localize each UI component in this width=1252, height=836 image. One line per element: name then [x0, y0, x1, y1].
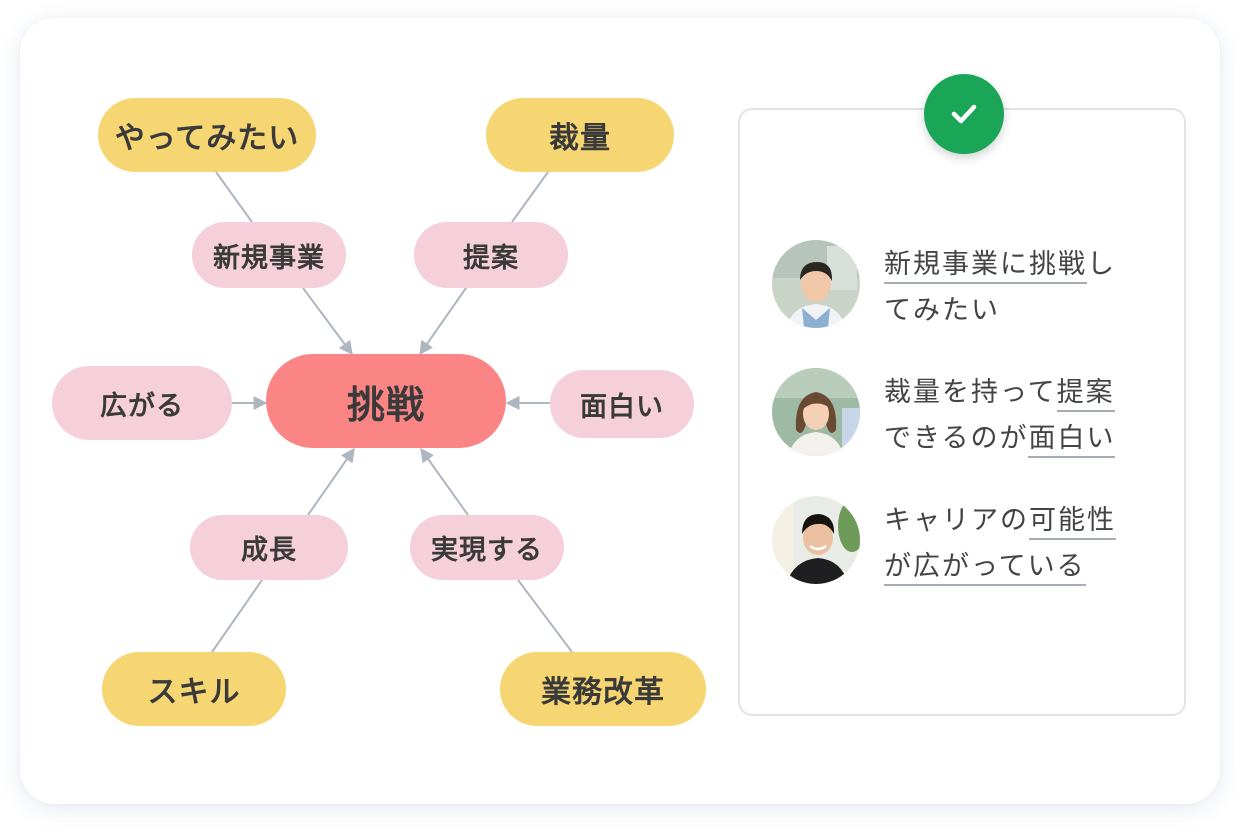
quote-2-text-2: できるのが [884, 423, 1029, 454]
avatar-1 [772, 240, 860, 328]
node-teian: 提案 [414, 222, 568, 288]
node-hirogaru: 広がる [52, 366, 232, 440]
avatar-3 [772, 496, 860, 584]
quote-1-text-2: し [1087, 249, 1116, 280]
node-shinki-jigyo: 新規事業 [192, 222, 346, 288]
quote-2-highlight-2: 面白い [1028, 423, 1116, 458]
quote-3: キャリアの可能性が広がっている [884, 498, 1164, 590]
node-skill: スキル [102, 652, 286, 726]
checkmark-icon [951, 104, 977, 124]
avatar-2 [772, 368, 860, 456]
node-seicho: 成長 [190, 515, 348, 580]
quote-2-highlight-1: 提案 [1056, 377, 1115, 412]
node-yattemitai: やってみたい [98, 98, 316, 172]
quote-3-highlight-2: が広がっている [884, 551, 1086, 586]
check-badge [924, 74, 1004, 154]
node-jitsugen-suru: 実現する [410, 515, 564, 580]
quote-1-highlight-2: 挑戦 [1029, 249, 1087, 284]
quote-1-text-1: に [1000, 249, 1029, 284]
quote-2-text-1: 裁量を持って [884, 377, 1057, 408]
node-chosen: 挑戦 [266, 354, 506, 448]
quote-1-highlight-1: 新規事業 [884, 249, 1000, 284]
quote-1: 新規事業に挑戦してみたい [884, 242, 1164, 334]
quote-2: 裁量を持って提案できるのが面白い [884, 370, 1164, 462]
quote-3-text-1: キャリアの [884, 505, 1029, 536]
quote-3-highlight-1: 可能性 [1029, 505, 1116, 540]
quote-1-line-2: てみたい [884, 295, 1000, 326]
node-gyomu-kaikaku: 業務改革 [500, 652, 706, 726]
node-sairyo: 裁量 [486, 98, 674, 172]
node-omoshiroi: 面白い [550, 370, 694, 438]
